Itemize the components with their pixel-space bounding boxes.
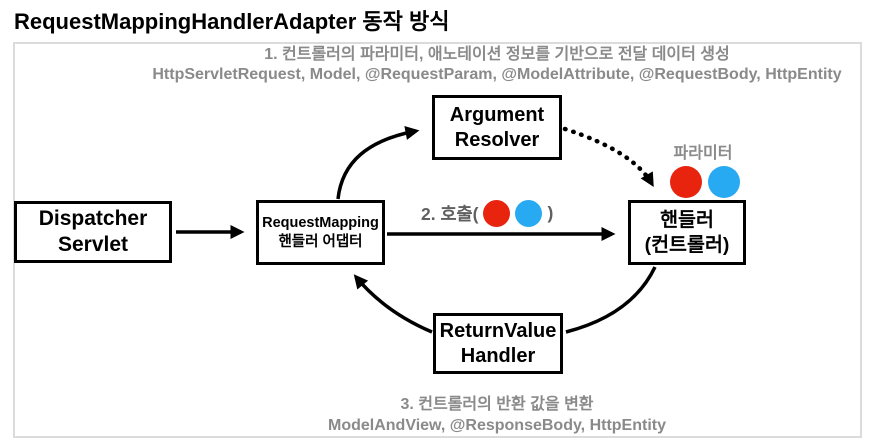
node-argument-resolver: Argument Resolver bbox=[432, 95, 562, 160]
node-label: ReturnValue bbox=[439, 319, 557, 342]
call-blue-circle bbox=[515, 199, 543, 227]
arrow-adapter-to-resolver bbox=[336, 126, 420, 200]
node-label: 핸들러 bbox=[660, 208, 714, 231]
node-label: Resolver bbox=[454, 128, 540, 151]
parameter-label: 파라미터 bbox=[673, 145, 733, 162]
step2-call-annotation: 2. 호출( ) bbox=[421, 199, 553, 227]
line-handler-to-returnvalue bbox=[565, 266, 657, 334]
node-label: (컨트롤러) bbox=[644, 233, 730, 256]
step3-annotation: 3. 컨트롤러의 반환 값을 변환 ModelAndView, @Respons… bbox=[328, 394, 666, 436]
step2-call-suffix: ) bbox=[547, 202, 554, 223]
step1-line2: HttpServletRequest, Model, @RequestParam… bbox=[152, 66, 842, 83]
step1-line1: 1. 컨트롤러의 파라미터, 애노테이션 정보를 기반으로 전달 데이터 생성 bbox=[264, 46, 730, 63]
node-label: Dispatcher bbox=[38, 207, 148, 230]
node-label: RequestMapping bbox=[262, 214, 379, 231]
step2-call-prefix: 2. 호출( bbox=[421, 203, 479, 224]
node-label: Argument bbox=[449, 103, 545, 126]
node-request-mapping-adapter: RequestMapping 핸들러 어댑터 bbox=[256, 200, 385, 265]
parameter-red-circle bbox=[670, 166, 702, 198]
node-label: Servlet bbox=[57, 233, 129, 256]
step3-line1: 3. 컨트롤러의 반환 값을 변환 bbox=[400, 396, 594, 413]
parameter-blue-circle bbox=[708, 166, 740, 198]
arrow-resolver-to-handler-dotted bbox=[562, 126, 655, 188]
step3-line2: ModelAndView, @ResponseBody, HttpEntity bbox=[328, 417, 666, 434]
call-red-circle bbox=[483, 199, 511, 227]
node-label: Handler bbox=[460, 344, 536, 367]
node-label: 핸들러 어댑터 bbox=[278, 233, 363, 250]
arrow-returnvalue-to-adapter bbox=[353, 274, 433, 334]
node-dispatcher-servlet: Dispatcher Servlet bbox=[14, 201, 172, 263]
page-title: RequestMappingHandlerAdapter 동작 방식 bbox=[14, 9, 450, 34]
node-return-value-handler: ReturnValue Handler bbox=[433, 313, 563, 374]
step1-annotation: 1. 컨트롤러의 파라미터, 애노테이션 정보를 기반으로 전달 데이터 생성 … bbox=[152, 45, 841, 85]
node-handler-controller: 핸들러 (컨트롤러) bbox=[628, 200, 746, 265]
